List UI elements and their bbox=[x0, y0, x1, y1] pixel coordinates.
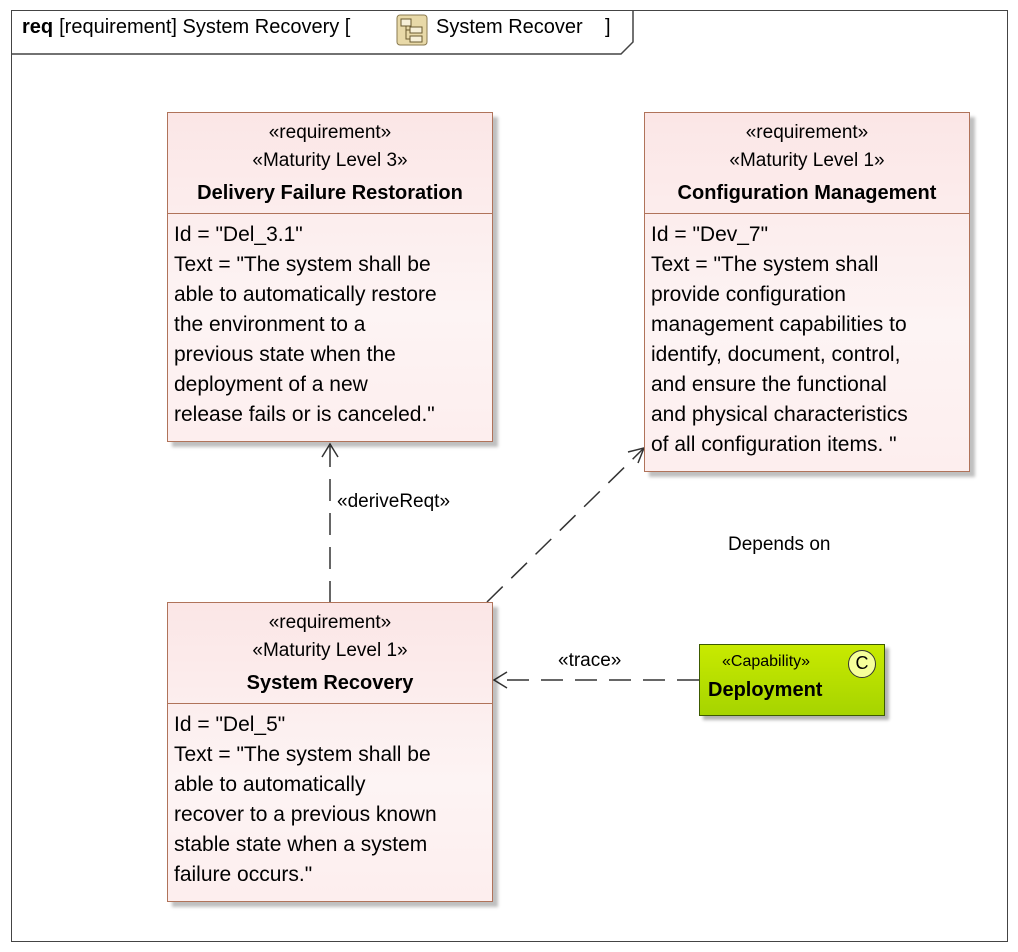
trace-connector bbox=[492, 671, 699, 689]
capability-c-icon: C bbox=[848, 650, 876, 678]
requirement-stereotype: «requirement» bbox=[268, 122, 392, 143]
requirement-properties: Id = "Dev_7" Text = "The system shall pr… bbox=[645, 214, 969, 460]
requirement-delivery-failure-restoration[interactable]: «requirement» «Maturity Level 3» Deliver… bbox=[167, 112, 493, 442]
requirement-properties: Id = "Del_5" Text = "The system shall be… bbox=[168, 704, 492, 890]
derive-connector bbox=[321, 442, 339, 603]
requirement-text-line: the environment to a bbox=[174, 313, 366, 336]
requirement-text-line: stable state when a system bbox=[174, 833, 428, 856]
derive-reqt-label: «deriveReqt» bbox=[337, 491, 451, 512]
requirement-text-line: deployment of a new bbox=[174, 373, 368, 396]
requirement-properties: Id = "Del_3.1" Text = "The system shall … bbox=[168, 214, 492, 430]
requirement-stereotype: «requirement» bbox=[745, 122, 869, 143]
frame-title-close-bracket: ] bbox=[605, 16, 611, 38]
requirement-id: Id = "Del_5" bbox=[174, 713, 286, 736]
requirement-stereotype: «requirement» bbox=[268, 612, 392, 633]
requirement-text-line: Text = "The system shall be bbox=[174, 253, 431, 276]
maturity-stereotype: «Maturity Level 3» bbox=[252, 150, 408, 171]
capability-name: Deployment bbox=[708, 679, 823, 701]
frame-tab bbox=[11, 10, 634, 55]
frame-keyword: req bbox=[22, 16, 54, 38]
requirement-text-line: Text = "The system shall be bbox=[174, 743, 431, 766]
trace-label: «trace» bbox=[558, 650, 622, 671]
requirement-name: Configuration Management bbox=[677, 182, 937, 204]
requirement-name: System Recovery bbox=[246, 672, 414, 694]
requirement-text-line: and ensure the functional bbox=[651, 373, 887, 396]
requirement-header: «requirement» «Maturity Level 1» System … bbox=[168, 603, 492, 704]
requirement-id: Id = "Del_3.1" bbox=[174, 223, 303, 246]
requirement-header: «requirement» «Maturity Level 3» Deliver… bbox=[168, 113, 492, 214]
requirement-text-line: previous state when the bbox=[174, 343, 396, 366]
requirement-text-line: provide configuration bbox=[651, 283, 846, 306]
requirement-text-line: failure occurs." bbox=[174, 863, 313, 886]
depends-on-label: Depends on bbox=[728, 534, 831, 555]
requirement-name: Delivery Failure Restoration bbox=[197, 182, 463, 204]
requirement-id: Id = "Dev_7" bbox=[651, 223, 769, 246]
maturity-stereotype: «Maturity Level 1» bbox=[252, 640, 408, 661]
requirement-text-line: and physical characteristics bbox=[651, 403, 908, 426]
requirement-text-line: able to automatically bbox=[174, 773, 366, 796]
depends-connector bbox=[486, 446, 646, 603]
requirement-text-line: of all configuration items. " bbox=[651, 433, 897, 456]
capability-stereotype: «Capability» bbox=[722, 653, 811, 670]
requirement-text-line: recover to a previous known bbox=[174, 803, 437, 826]
maturity-stereotype: «Maturity Level 1» bbox=[729, 150, 885, 171]
requirement-text-line: Text = "The system shall bbox=[651, 253, 879, 276]
requirement-text-line: release fails or is canceled." bbox=[174, 403, 435, 426]
requirement-diagram-icon bbox=[396, 14, 428, 46]
frame-title-text: [requirement] System Recovery [ bbox=[59, 16, 351, 38]
frame-diagram-name[interactable]: System Recover bbox=[436, 16, 583, 38]
requirement-text-line: management capabilities to bbox=[651, 313, 907, 336]
requirement-text-line: able to automatically restore bbox=[174, 283, 437, 306]
requirement-header: «requirement» «Maturity Level 1» Configu… bbox=[645, 113, 969, 214]
requirement-system-recovery[interactable]: «requirement» «Maturity Level 1» System … bbox=[167, 602, 493, 902]
frame-title: req[requirement] System Recovery [ bbox=[22, 16, 350, 39]
capability-deployment[interactable]: «Capability» Deployment C bbox=[699, 644, 885, 716]
requirement-configuration-management[interactable]: «requirement» «Maturity Level 1» Configu… bbox=[644, 112, 970, 472]
requirement-text-line: identify, document, control, bbox=[651, 343, 901, 366]
diagram-frame bbox=[11, 10, 1008, 942]
